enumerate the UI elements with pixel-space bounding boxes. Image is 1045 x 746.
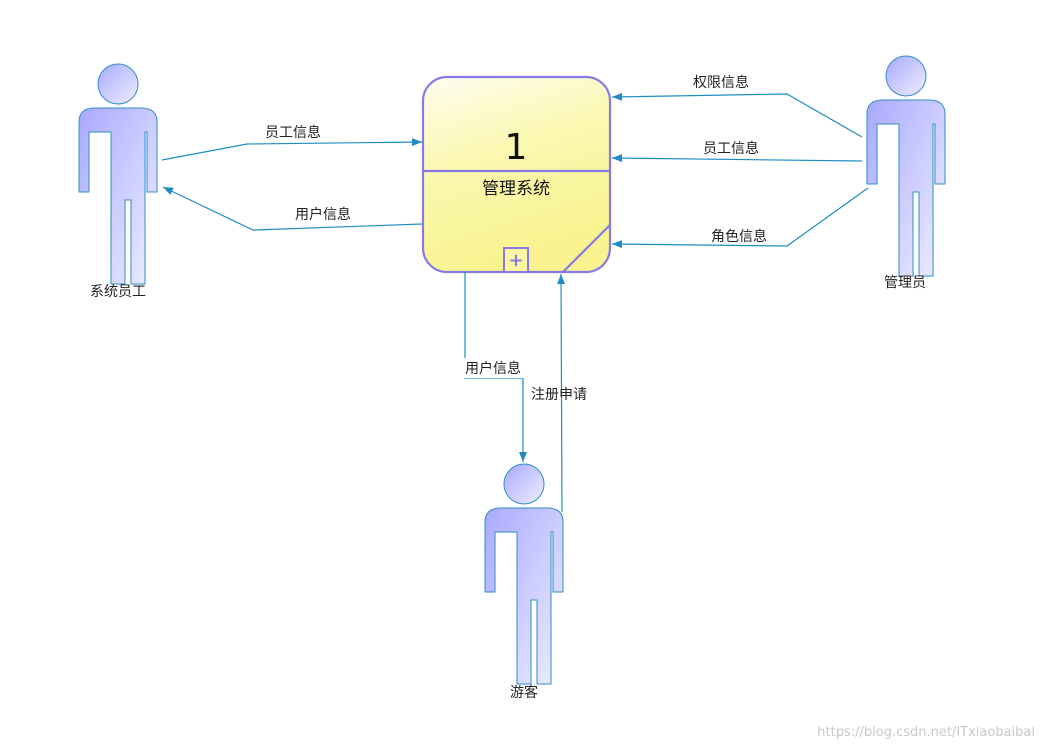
process-corner-fold: [562, 224, 611, 273]
flow-admin-permission: [611, 92, 863, 138]
person-icon: [78, 63, 158, 285]
actor-admin-label: 管理员: [884, 275, 926, 291]
flow-system-to-staff: [162, 186, 423, 231]
person-icon: [866, 55, 946, 277]
actor-staff: 系统员工: [78, 63, 158, 300]
flow-system-to-staff-label: 用户信息: [295, 206, 351, 223]
flow-admin-role-label: 角色信息: [711, 228, 767, 245]
flow-admin-role: [611, 187, 869, 249]
actor-visitor: 游客: [484, 463, 564, 701]
expand-plus-icon: +: [508, 250, 523, 271]
process-number: 1: [505, 127, 528, 168]
flow-admin-employee: [611, 154, 863, 163]
flow-staff-to-system-label: 员工信息: [265, 124, 321, 141]
actor-admin: 管理员: [866, 55, 946, 291]
process-name: 管理系统: [482, 179, 550, 199]
process-box: 1 管理系统 +: [421, 75, 612, 274]
flow-system-to-visitor-label: 用户信息: [465, 360, 521, 377]
person-icon: [484, 463, 564, 685]
process-shape: [421, 75, 612, 274]
actor-visitor-label: 游客: [510, 684, 538, 701]
flow-visitor-register-label: 注册申请: [531, 387, 587, 403]
flow-admin-permission-label: 权限信息: [693, 74, 749, 91]
flow-visitor-register: [557, 273, 566, 513]
expand-box[interactable]: [503, 247, 529, 273]
flow-staff-to-system: [161, 138, 423, 161]
flow-admin-employee-label: 员工信息: [703, 140, 759, 157]
flow-label-bg: [457, 358, 529, 378]
actor-staff-label: 系统员工: [90, 284, 146, 300]
watermark: https://blog.csdn.net/ITxiaobaibai: [817, 725, 1035, 740]
